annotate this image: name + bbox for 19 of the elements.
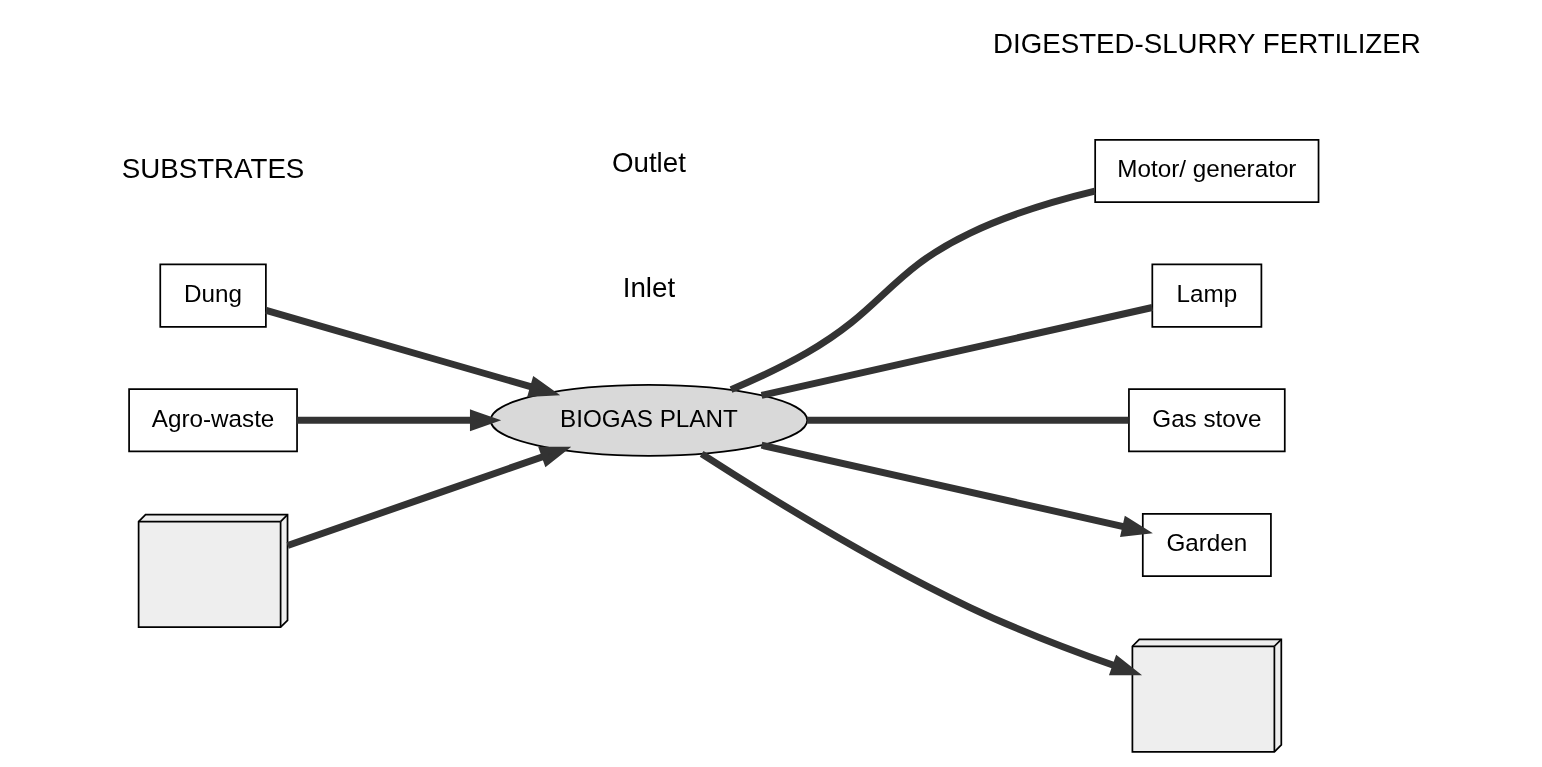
arrow [760, 441, 1153, 538]
label: Inlet [622, 272, 676, 304]
node-box: Motor/ generator [1094, 138, 1320, 203]
node-box: Gas stove [1128, 388, 1286, 453]
connector [807, 416, 1129, 424]
arrow [699, 450, 1143, 676]
node-box: Garden [1141, 512, 1272, 577]
label: DIGESTED-SLURRY FERTILIZER [992, 27, 1421, 59]
arrow [297, 409, 502, 432]
node-box: Agro-waste [128, 388, 298, 453]
connector [729, 187, 1096, 393]
node-box: Dung [159, 263, 267, 328]
node-box: Lamp [1151, 263, 1263, 328]
label: SUBSTRATES [121, 152, 305, 184]
connector [760, 304, 1154, 399]
arrow [286, 446, 572, 549]
label: Outlet [612, 147, 686, 179]
arrow [265, 307, 561, 398]
node-ellipse: BIOGAS PLANT [489, 383, 809, 457]
